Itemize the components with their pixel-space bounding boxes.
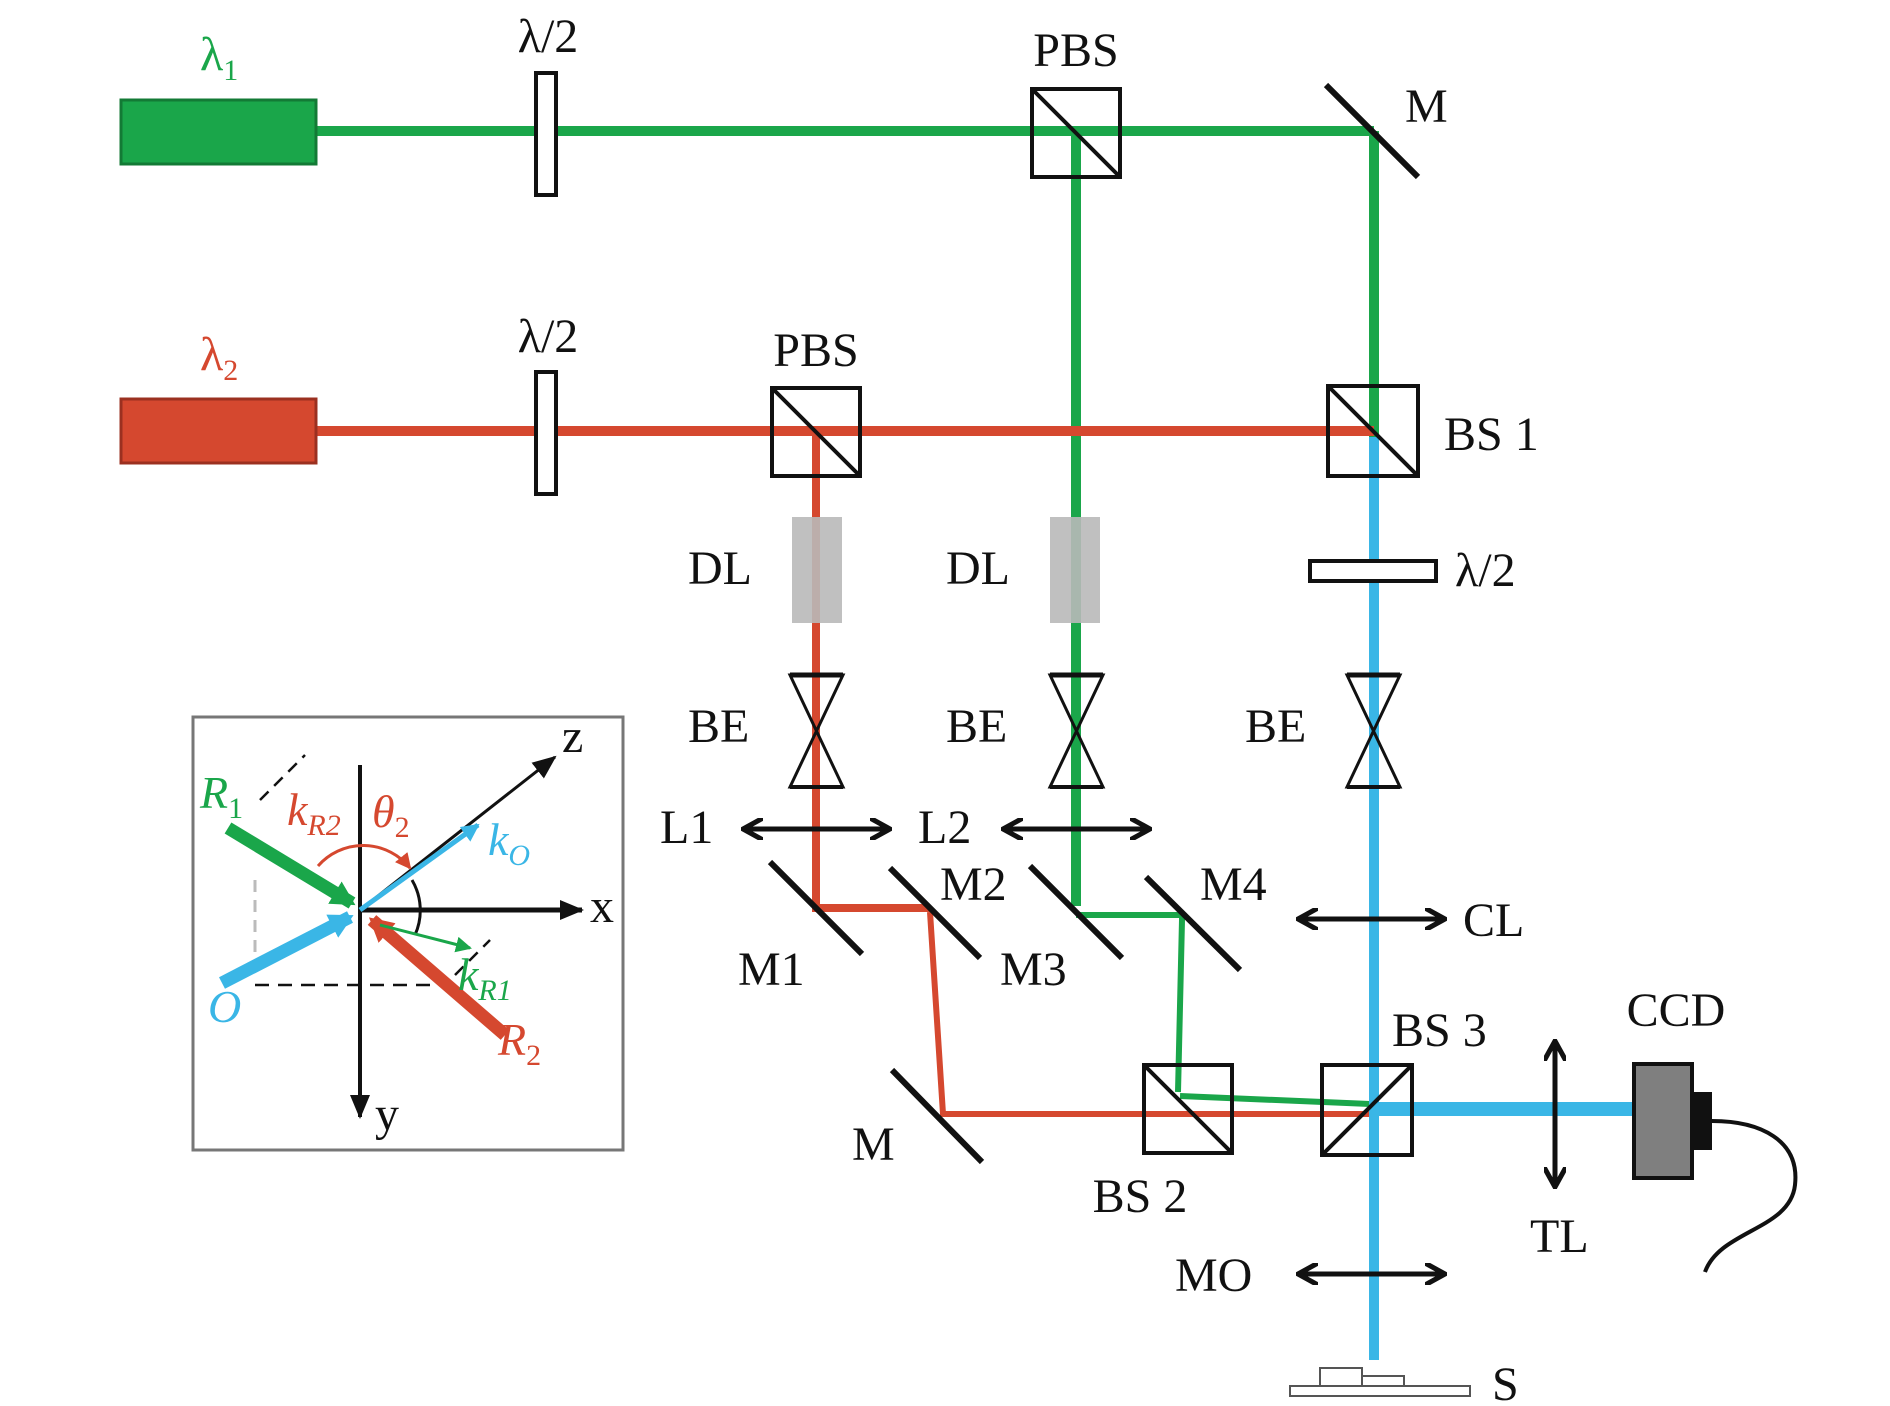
cl-label: CL <box>1463 894 1524 947</box>
dl-mid-label: DL <box>946 542 1010 595</box>
beam-expander-right <box>1344 672 1403 789</box>
mo-label: MO <box>1175 1249 1252 1302</box>
mirror-top <box>1323 82 1421 180</box>
laser-lambda1-label: λ1 <box>200 28 238 87</box>
beam-expander-left <box>787 672 846 789</box>
tl-label: TL <box>1530 1210 1589 1263</box>
inset-dash-diag-right <box>454 939 491 976</box>
inset-kr2-label: kR2 <box>287 784 341 842</box>
inset-r1-beam <box>224 822 356 909</box>
pbs-top <box>1030 87 1122 179</box>
red-beam-pbs-m1-m3 <box>812 431 930 912</box>
inset-r1-label: R1 <box>199 767 243 825</box>
l2-label: L2 <box>918 801 971 854</box>
half-wave-plate-top-label: λ/2 <box>518 10 579 63</box>
inset-y-label: y <box>375 1088 399 1141</box>
inset-o-beam <box>219 911 354 989</box>
pbs-mid <box>770 386 862 478</box>
inset-kr1-vector <box>379 923 472 953</box>
l1-label: L1 <box>660 801 713 854</box>
be-left-label: BE <box>688 700 749 753</box>
be-mid-label: BE <box>946 700 1007 753</box>
pbs-top-label: PBS <box>1033 24 1118 77</box>
delay-line-mid <box>1050 517 1100 623</box>
mirror-bottom-label: M <box>852 1118 895 1171</box>
inset-r2-label: R2 <box>497 1014 541 1072</box>
half-wave-plate-mid <box>534 370 558 496</box>
s-label: S <box>1492 1358 1519 1406</box>
inset-r2-beam <box>367 915 510 1040</box>
laser-lambda2 <box>119 397 318 465</box>
m3-label: M3 <box>1000 943 1067 996</box>
be-right-label: BE <box>1245 700 1306 753</box>
inset-z-label: z <box>562 710 583 763</box>
mirror-m1 <box>767 859 865 957</box>
laser-lambda1 <box>119 98 318 166</box>
half-wave-plate-right <box>1308 559 1438 583</box>
inset-angle-arc-right <box>410 879 422 936</box>
inset-kr1-label: kR1 <box>458 949 512 1007</box>
green-beam-bs2-bs3 <box>1179 1093 1371 1107</box>
green-beam-m3-m4-bs2 <box>1076 912 1185 1093</box>
ccd-camera <box>1632 1062 1798 1273</box>
m4-label: M4 <box>1200 858 1267 911</box>
ccd-label: CCD <box>1627 984 1726 1037</box>
inset-dash-diag-left <box>259 754 306 801</box>
m1-label: M1 <box>738 943 805 996</box>
half-wave-plate-right-label: λ/2 <box>1455 544 1516 597</box>
beam-splitter-bs1 <box>1326 384 1420 478</box>
inset-x-label: x <box>590 880 614 933</box>
inset-theta2-arc <box>316 844 412 870</box>
inset-o-label: O <box>208 981 241 1032</box>
mirror-top-label: M <box>1405 80 1448 133</box>
mirror-bottom <box>889 1067 985 1165</box>
sample-stage <box>1289 1367 1471 1397</box>
beam-splitter-bs3 <box>1320 1063 1414 1157</box>
half-wave-plate-top <box>534 71 558 197</box>
pbs-mid-label: PBS <box>773 324 858 377</box>
mirror-m4 <box>1143 874 1243 973</box>
bs2-label: BS 2 <box>1093 1170 1188 1223</box>
inset-theta2-label: θ2 <box>372 786 410 844</box>
beam-expander-mid <box>1047 672 1106 789</box>
beam-splitter-bs2 <box>1142 1063 1234 1155</box>
bs1-label: BS 1 <box>1444 408 1539 461</box>
red-beam-m3-m-bs3 <box>927 911 1370 1117</box>
dl-left-label: DL <box>688 542 752 595</box>
mirror-m3 <box>1027 863 1125 961</box>
m2-label: M2 <box>940 858 1007 911</box>
inset-coordinate-diagram: z x y R1 kR2 θ2 kO kR1 O R2 <box>191 710 625 1152</box>
inset-ko-label: kO <box>488 814 530 872</box>
mirror-m2 <box>887 865 983 961</box>
laser-lambda2-label: λ2 <box>200 328 238 387</box>
delay-line-left <box>792 517 842 623</box>
inset-ko-vector <box>358 822 480 913</box>
bs3-label: BS 3 <box>1392 1004 1487 1057</box>
half-wave-plate-mid-label: λ/2 <box>518 310 579 363</box>
